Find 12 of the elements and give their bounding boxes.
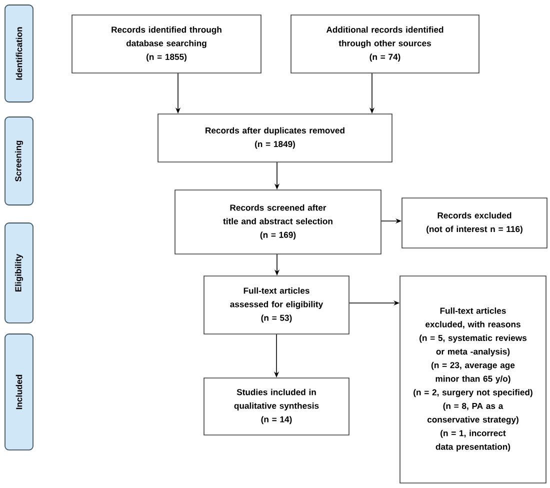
process-box: Records screened after title and abstract selection (n = 169)	[174, 190, 382, 254]
process-box: Additional records identified through other sources (n = 74)	[290, 14, 480, 74]
stage-band: Screening	[4, 116, 34, 206]
process-box: Records excluded (not of interest n = 116)	[402, 198, 548, 248]
process-box: Full-text articles excluded, with reasons (n = 5, systematic reviews or meta -analysis) (n = 23, average age minor than 65 y/o) (n = 2, surgery not specified) (n = 8, PA as a conservative strategy) (n = 1, incorrect data presentation)	[400, 276, 546, 484]
process-box: Full-text articles assessed for eligibility (n = 53)	[204, 276, 350, 334]
process-box: Records identified through database searching (n = 1855)	[72, 14, 262, 74]
stage-band: Eligibility	[4, 222, 34, 324]
process-box: Records after duplicates removed (n = 1849)	[158, 114, 392, 162]
stage-band: Identification	[4, 4, 34, 102]
stage-band: Included	[4, 334, 34, 450]
process-box: Studies included in qualitative synthesis (n = 14)	[204, 378, 350, 436]
